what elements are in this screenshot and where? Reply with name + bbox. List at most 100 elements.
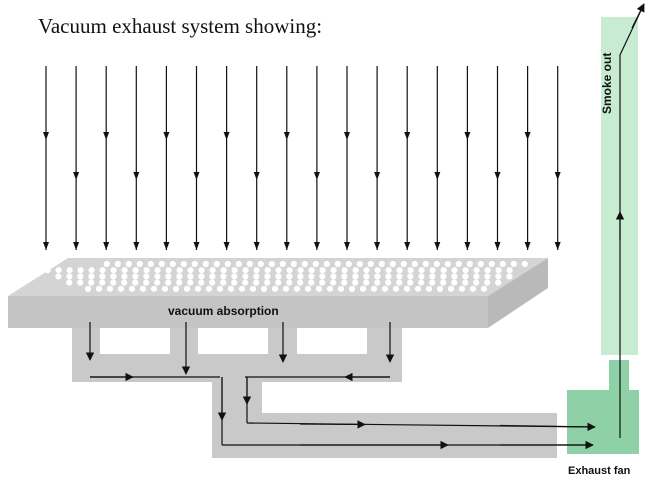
plate-hole (286, 273, 293, 280)
plate-hole (506, 267, 513, 274)
plate-hole (451, 279, 458, 286)
plate-hole (425, 285, 433, 292)
plate-hole (488, 260, 495, 268)
plate-hole (495, 279, 502, 286)
plate-hole (121, 279, 128, 286)
exhaust-fan-box (567, 390, 639, 454)
plate-hole (260, 285, 268, 292)
plate-hole (389, 260, 396, 268)
plate-hole (429, 279, 436, 286)
plate-hole (84, 285, 92, 292)
plate-hole (264, 267, 271, 274)
plate-hole (385, 279, 392, 286)
plate-hole (143, 273, 150, 280)
downflow-arrowhead (464, 242, 471, 250)
plate-hole (132, 279, 139, 286)
plate-hole (165, 273, 172, 280)
plate-hole (510, 260, 517, 268)
plate-hole (99, 273, 106, 280)
smoke-out-label: Smoke out (600, 53, 614, 114)
plate-hole (66, 267, 73, 274)
plate-hole (308, 267, 315, 274)
plate-hole (462, 273, 469, 280)
downflow-arrowhead (313, 242, 320, 250)
plate-hole (444, 260, 451, 268)
plate-hole (400, 260, 407, 268)
plate-hole (440, 273, 447, 280)
plate-hole (436, 285, 444, 292)
plate-hole (231, 273, 238, 280)
plate-hole (451, 273, 458, 280)
diagram-title: Vacuum exhaust system showing: (38, 14, 322, 38)
plate-hole (161, 285, 169, 292)
plate-hole (209, 267, 216, 274)
plate-hole (238, 285, 246, 292)
plate-hole (297, 279, 304, 286)
downflow-arrowhead (554, 172, 561, 180)
plate-hole (345, 260, 352, 268)
plate-hole (341, 267, 348, 274)
plate-hole (330, 273, 337, 280)
downflow-arrowhead (163, 242, 170, 250)
plate-hole (330, 267, 337, 274)
plate-hole (330, 279, 337, 286)
plate-hole (275, 273, 282, 280)
plate-hole (396, 279, 403, 286)
plate-hole (462, 279, 469, 286)
plate-hole (323, 260, 330, 268)
plate-hole (172, 285, 180, 292)
plate-hole (88, 267, 95, 274)
downflow-arrowhead (434, 242, 441, 250)
plate-hole (66, 273, 73, 280)
plate-hole (154, 279, 161, 286)
plate-hole (374, 279, 381, 286)
plate-hole (165, 279, 172, 286)
plate-hole (143, 279, 150, 286)
downflow-arrowhead (494, 242, 501, 250)
plate-hole (117, 285, 125, 292)
downflow-arrowhead (193, 172, 200, 180)
plate-hole (121, 273, 128, 280)
plate-hole (286, 267, 293, 274)
plate-hole (396, 273, 403, 280)
plate-hole (264, 279, 271, 286)
plate-hole (495, 273, 502, 280)
plate-hole (143, 267, 150, 274)
plate-hole (319, 267, 326, 274)
plate-hole (396, 267, 403, 274)
plate-hole (216, 285, 224, 292)
plate-hole (455, 260, 462, 268)
plate-hole (440, 267, 447, 274)
vacuum-absorption-label: vacuum absorption (168, 304, 279, 318)
plate-hole (414, 285, 422, 292)
plate-hole (209, 273, 216, 280)
plate-hole (407, 279, 414, 286)
fan-neck (609, 360, 629, 392)
plate-hole (242, 279, 249, 286)
plate-hole (297, 267, 304, 274)
downflow-arrowhead (193, 242, 200, 250)
downflow-arrowhead (253, 172, 260, 180)
plate-hole (44, 267, 51, 274)
downflow-arrowhead (73, 172, 80, 180)
plate-hole (319, 279, 326, 286)
plate-hole (220, 279, 227, 286)
plate-hole (110, 267, 117, 274)
plate-hole (275, 279, 282, 286)
plate-hole (462, 267, 469, 274)
plate-hole (363, 279, 370, 286)
plate-hole (429, 267, 436, 274)
plate-hole (447, 285, 455, 292)
plate-hole (440, 279, 447, 286)
plate-hole (279, 260, 286, 268)
plate-hole (88, 279, 95, 286)
plate-hole (392, 285, 400, 292)
plate-hole (165, 267, 172, 274)
plate-hole (411, 260, 418, 268)
plate-hole (150, 285, 158, 292)
plate-hole (220, 273, 227, 280)
downflow-arrowhead (344, 132, 350, 140)
plate-hole (77, 273, 84, 280)
plate-hole (359, 285, 367, 292)
